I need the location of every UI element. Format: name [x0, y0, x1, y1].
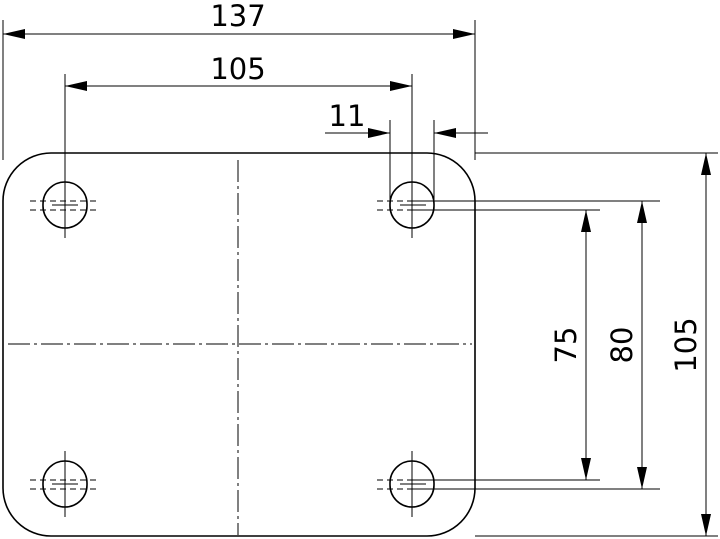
dimension-overall-width [2, 20, 476, 160]
slot-hole-bottom-right [377, 451, 447, 517]
dimension-hole-spacing-horizontal [64, 74, 413, 185]
slot-length-label: 11 [329, 99, 366, 133]
dimension-overall-height [701, 153, 711, 536]
extension-lines-right [412, 152, 718, 537]
hole-spacing-vertical-max-label: 80 [605, 327, 639, 364]
hole-spacing-vertical-min-label: 75 [549, 327, 583, 364]
hole-spacing-horizontal-label: 105 [210, 52, 265, 86]
dimension-hole-spacing-vertical-max [637, 201, 647, 489]
overall-height-label: 105 [669, 317, 703, 372]
dimension-slot-length [325, 120, 488, 200]
dimension-hole-spacing-vertical-min [581, 210, 591, 480]
overall-width-label: 137 [210, 0, 265, 33]
plate-outline [2, 152, 476, 537]
slot-hole-bottom-left [30, 451, 100, 517]
